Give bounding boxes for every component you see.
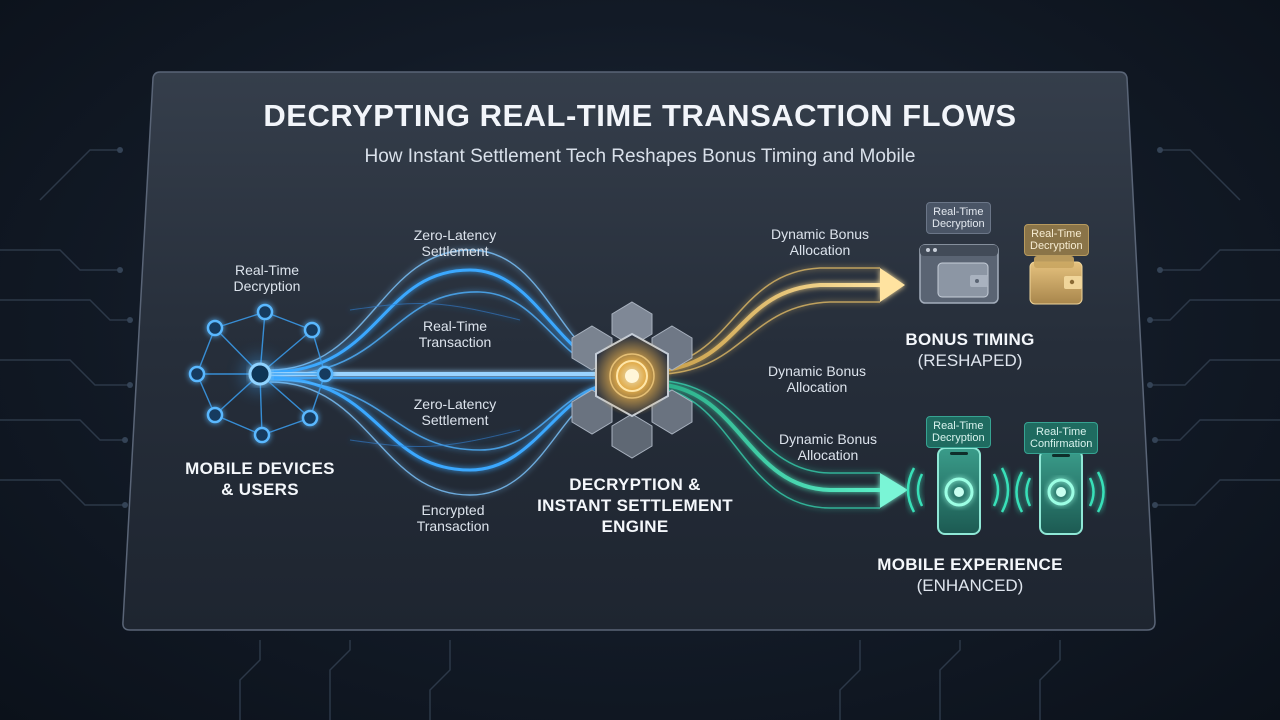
phone-icon (906, 447, 1010, 535)
mobile-heading: MOBILE EXPERIENCE (877, 555, 1063, 574)
mobile-tag-2: Real-Time Confirmation (1024, 422, 1099, 454)
bonus-heading: BONUS TIMING (905, 330, 1035, 349)
wallet-window-icon (919, 244, 999, 304)
page-title: DECRYPTING REAL-TIME TRANSACTION FLOWS (263, 98, 1017, 133)
page-subtitle: How Instant Settlement Tech Reshapes Bon… (364, 146, 916, 167)
bonus-subheading: (RESHAPED) (917, 351, 1023, 370)
bonus-tag-1: Real-Time Decryption (926, 202, 991, 234)
bonus-tag-2: Real-Time Decryption (1024, 224, 1089, 256)
network-nodes-icon (188, 303, 334, 444)
flow-label-upper-inner: Real-Time Transaction (418, 318, 492, 350)
output-label-gold: Dynamic Bonus Allocation (770, 226, 870, 258)
engine-heading: DECRYPTION & INSTANT SETTLEMENT ENGINE (537, 475, 733, 536)
mobile-flow (664, 380, 908, 509)
source-label: Real-Time Decryption (233, 262, 301, 294)
mobile-subheading: (ENHANCED) (916, 576, 1024, 595)
output-label-teal: Dynamic Bonus Allocation (778, 431, 878, 463)
flow-label-lower-outer: Encrypted Transaction (416, 502, 490, 534)
mobile-tag-1: Real-Time Decryption (926, 416, 991, 448)
gold-wallet-icon (1029, 256, 1083, 305)
flow-label-upper-outer: Zero-Latency Settlement (413, 227, 497, 259)
engine-hexagon-icon (571, 301, 693, 459)
source-heading: MOBILE DEVICES & USERS (185, 459, 335, 499)
output-label-middle: Dynamic Bonus Allocation (767, 363, 867, 395)
flow-label-lower-inner: Zero-Latency Settlement (413, 396, 497, 428)
